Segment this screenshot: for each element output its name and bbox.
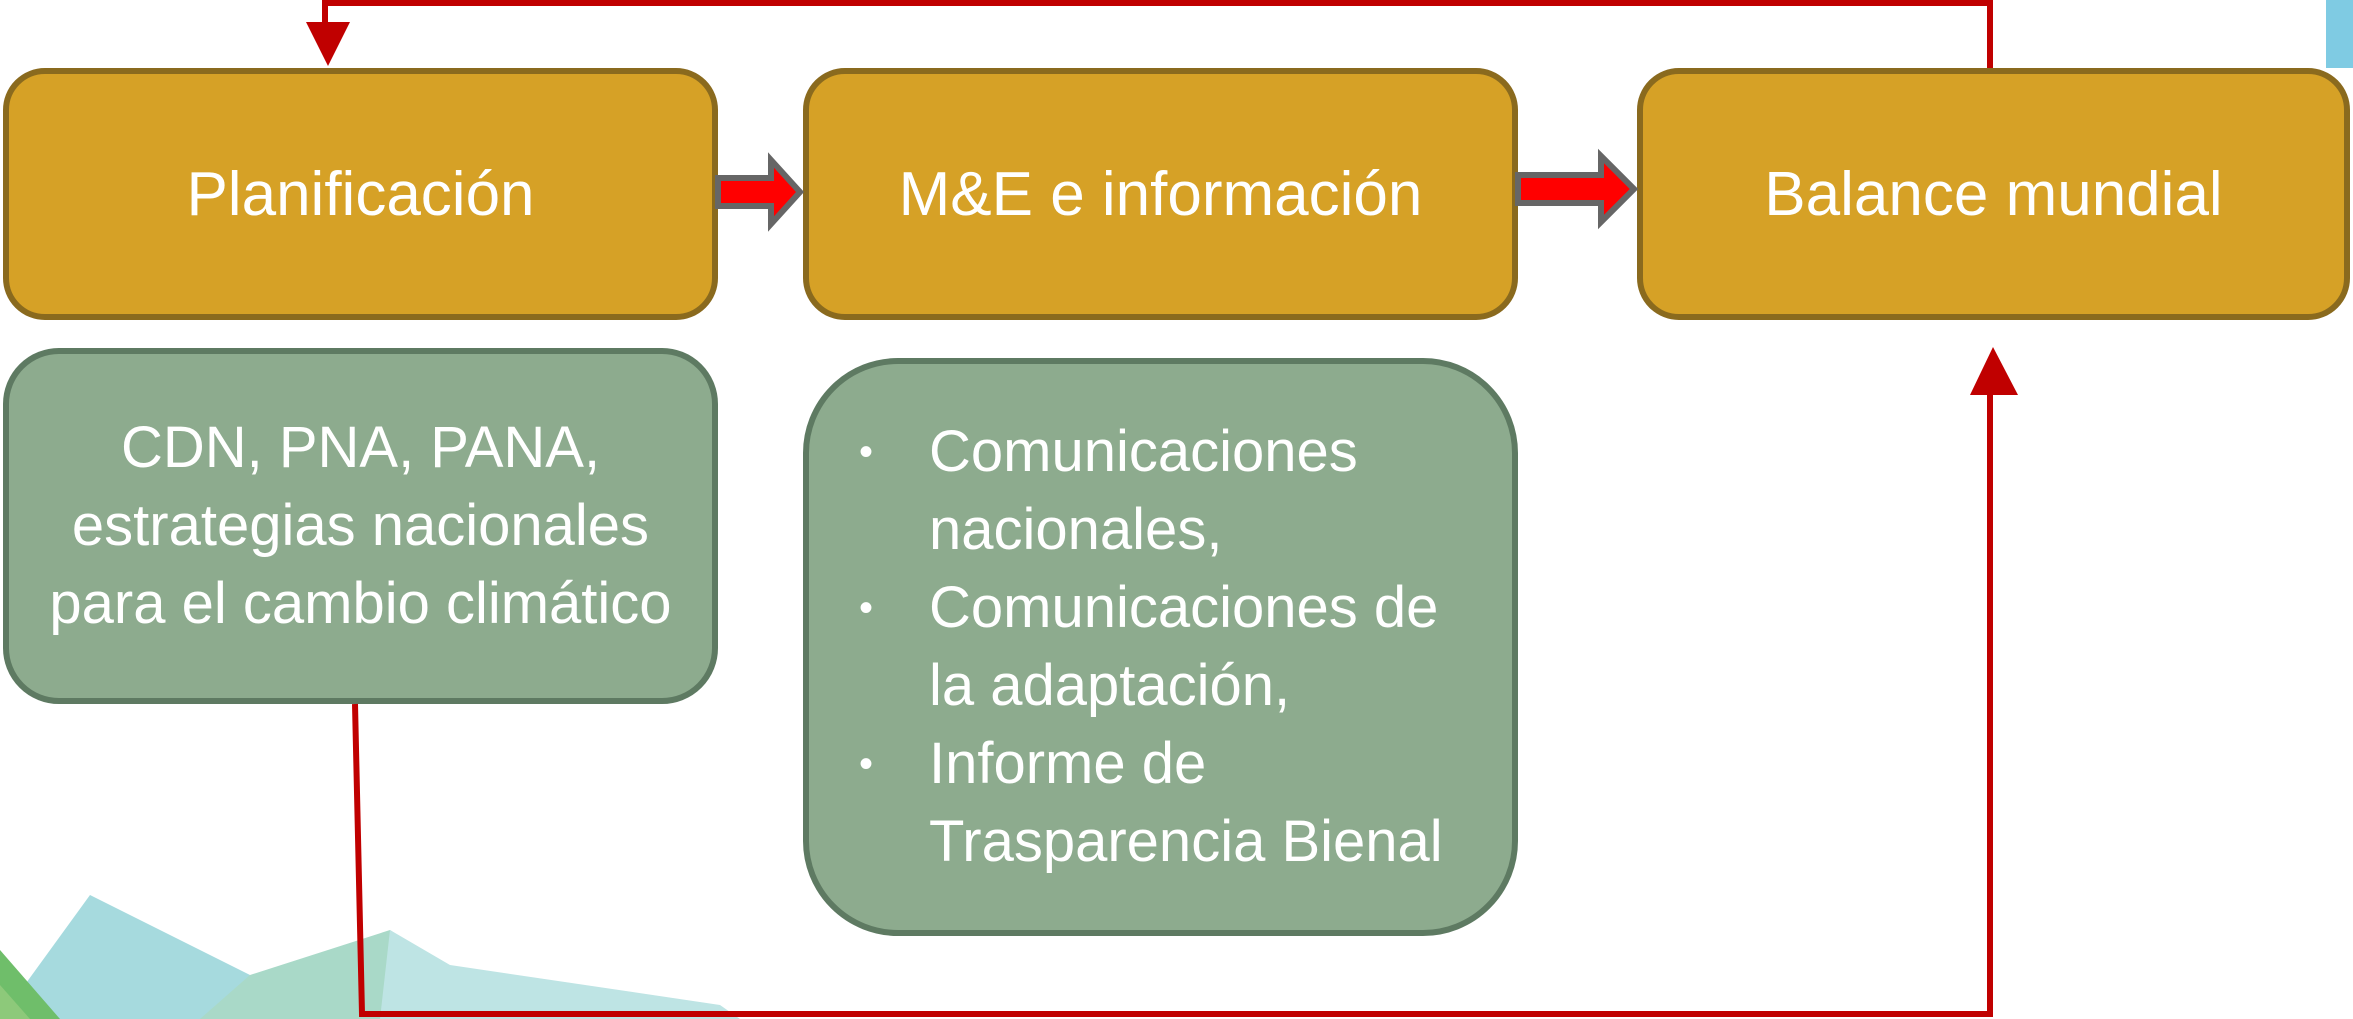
bullet-icon: • (859, 430, 874, 474)
list-item: • Comunicaciones nacionales, (859, 413, 1489, 569)
list-item: • Comunicaciones de la adaptación, (859, 569, 1489, 725)
me-information-box: M&E e información (803, 68, 1518, 320)
bullet-icon: • (859, 742, 874, 786)
global-stocktake-label: Balance mundial (1764, 159, 2223, 229)
me-information-label: M&E e información (898, 159, 1423, 229)
deco-blue-bar (2326, 0, 2353, 68)
planning-label: Planificación (186, 159, 535, 229)
planning-detail-box: CDN, PNA, PANA, estrategias nacionales p… (3, 348, 718, 704)
deco-shape-lightgreen (0, 985, 30, 1019)
communications-list: • Comunicaciones nacionales, • Comunicacio… (809, 413, 1489, 881)
bullet-icon: • (859, 586, 874, 630)
global-stocktake-box: Balance mundial (1637, 68, 2350, 320)
list-item: • Informe de Trasparencia Bienal (859, 725, 1489, 881)
deco-shape-green (0, 950, 60, 1019)
planning-detail-text: CDN, PNA, PANA, estrategias nacionales p… (49, 415, 672, 636)
list-item-text: Informe de Trasparencia Bienal (929, 731, 1443, 874)
deco-shape-teal3 (380, 930, 740, 1019)
list-item-text: Comunicaciones nacionales, (929, 419, 1358, 562)
planning-box: Planificación (3, 68, 718, 320)
communications-detail-box: • Comunicaciones nacionales, • Comunicacio… (803, 358, 1518, 936)
list-item-text: Comunicaciones de la adaptación, (929, 575, 1439, 718)
